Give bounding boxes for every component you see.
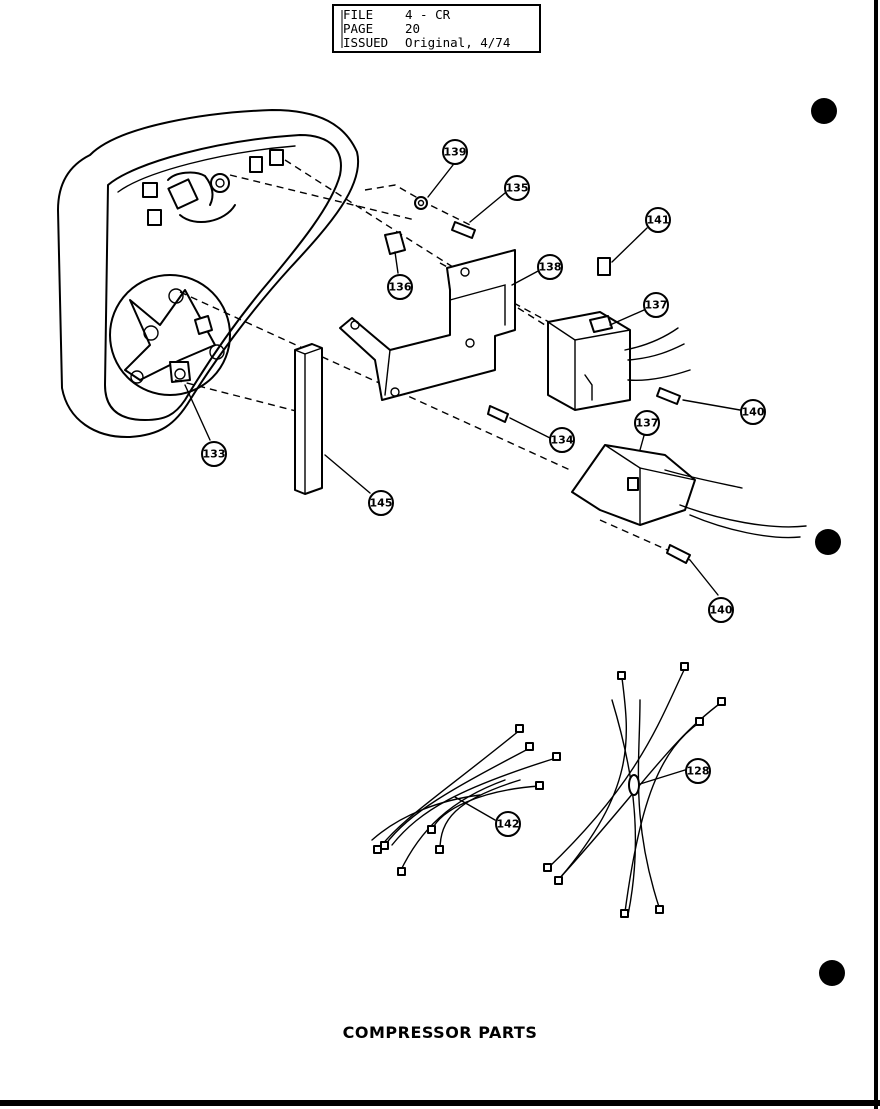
callout-128: 128 <box>685 758 711 784</box>
screws <box>384 196 691 564</box>
header-box: FILE 4 - CR PAGE 20 ISSUED Original, 4/7… <box>332 4 541 53</box>
callout-138: 138 <box>537 254 563 280</box>
svg-text:140: 140 <box>710 604 733 617</box>
diagram-title: COMPRESSOR PARTS <box>343 1023 538 1042</box>
svg-text:137: 137 <box>636 417 659 430</box>
svg-text:135: 135 <box>506 182 529 195</box>
callout-145: 145 <box>368 490 394 516</box>
svg-text:145: 145 <box>370 497 393 510</box>
starting-relay-upper <box>547 311 691 411</box>
compressor-housing <box>57 109 360 439</box>
callout-137-upper: 137 <box>643 292 669 318</box>
screw-134 <box>487 405 509 423</box>
binder-hole-top <box>811 98 837 124</box>
header-issued-label: ISSUED <box>343 35 388 50</box>
svg-text:134: 134 <box>551 434 574 447</box>
callout-133: 133 <box>201 441 227 467</box>
svg-text:140: 140 <box>742 406 765 419</box>
binder-hole-middle <box>815 529 841 555</box>
screw-140-upper <box>656 387 681 405</box>
screw-135 <box>451 221 476 239</box>
callout-140-lower: 140 <box>708 597 734 623</box>
leader-lines <box>184 164 741 821</box>
callout-139: 139 <box>442 139 468 165</box>
svg-text:138: 138 <box>539 261 562 274</box>
svg-text:137: 137 <box>645 299 668 312</box>
callout-137-lower: 137 <box>634 410 660 436</box>
washer-139 <box>414 196 428 210</box>
screw-140-lower <box>666 544 691 564</box>
callout-140-upper: 140 <box>740 399 766 425</box>
callout-134: 134 <box>549 427 575 453</box>
callout-136: 136 <box>387 274 413 300</box>
svg-text:139: 139 <box>444 146 467 159</box>
svg-text:128: 128 <box>687 765 710 778</box>
svg-text:141: 141 <box>647 214 670 227</box>
header-page-label: PAGE <box>343 21 373 36</box>
header-file-value: 4 - CR <box>405 7 451 22</box>
svg-text:133: 133 <box>203 448 226 461</box>
nut-136 <box>384 231 406 255</box>
callout-141: 141 <box>645 207 671 233</box>
binder-hole-bottom <box>819 960 845 986</box>
callout-135: 135 <box>504 175 530 201</box>
svg-text:136: 136 <box>389 281 412 294</box>
wire-harness-128 <box>543 662 726 918</box>
callout-142: 142 <box>495 811 521 837</box>
header-file-label: FILE <box>343 7 373 22</box>
starting-relay-lower <box>571 444 807 539</box>
spacer-bar <box>294 343 323 495</box>
svg-text:142: 142 <box>497 818 520 831</box>
screw-141 <box>597 257 611 276</box>
header-page-value: 20 <box>405 21 420 36</box>
wire-harness-142 <box>371 724 561 876</box>
mounting-bracket <box>339 249 516 401</box>
header-issued-value: Original, 4/74 <box>405 35 510 50</box>
